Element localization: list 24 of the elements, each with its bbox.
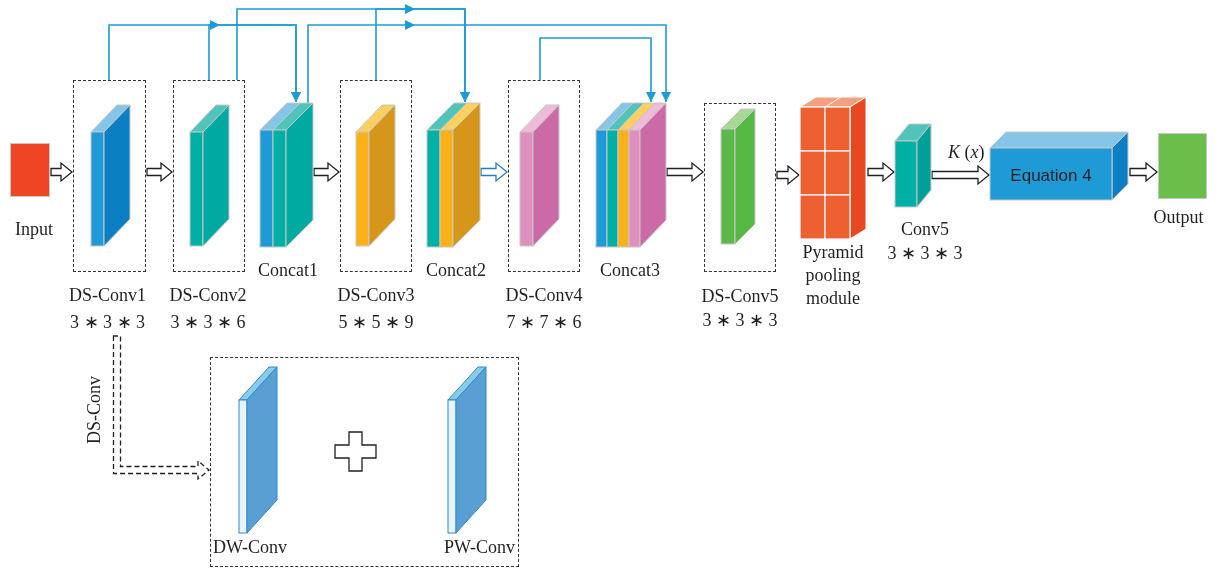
layer-name: DS-Conv1 [68,284,147,307]
kernel-size: 3 ∗ 3 ∗ 3 [886,242,964,265]
kernel-size: 3 ∗ 3 ∗ 3 [701,309,779,332]
output-label: Output [1152,206,1205,229]
layer-name: DW-Conv [213,536,287,559]
edge-label: DS-Conv [84,375,104,446]
kernel-size: 7 ∗ 7 ∗ 6 [505,311,583,334]
layer-name: DS-Conv2 [168,284,248,307]
concat-label: Concat3 [599,259,661,282]
dashed-detail-box [210,357,519,567]
layer-name: DS-Conv5 [700,285,780,308]
kernel-size: 3 ∗ 3 ∗ 3 [69,311,146,334]
module-label: Pyramid pooling module [801,241,865,310]
kernel-size: 5 ∗ 5 ∗ 9 [337,311,415,334]
equation-label: Equation 4 [1009,165,1093,187]
concat-label: Concat1 [257,259,319,282]
kernel-size: 3 ∗ 3 ∗ 6 [169,311,247,334]
input-label: Input [14,218,54,241]
layer-name: DS-Conv3 [336,284,416,307]
layer-name: Conv5 [900,218,950,241]
layer-name: PW-Conv [444,536,515,559]
concat-label: Concat2 [425,259,487,282]
edge-label: K (x) [946,142,987,162]
layer-name: DS-Conv4 [504,284,584,307]
